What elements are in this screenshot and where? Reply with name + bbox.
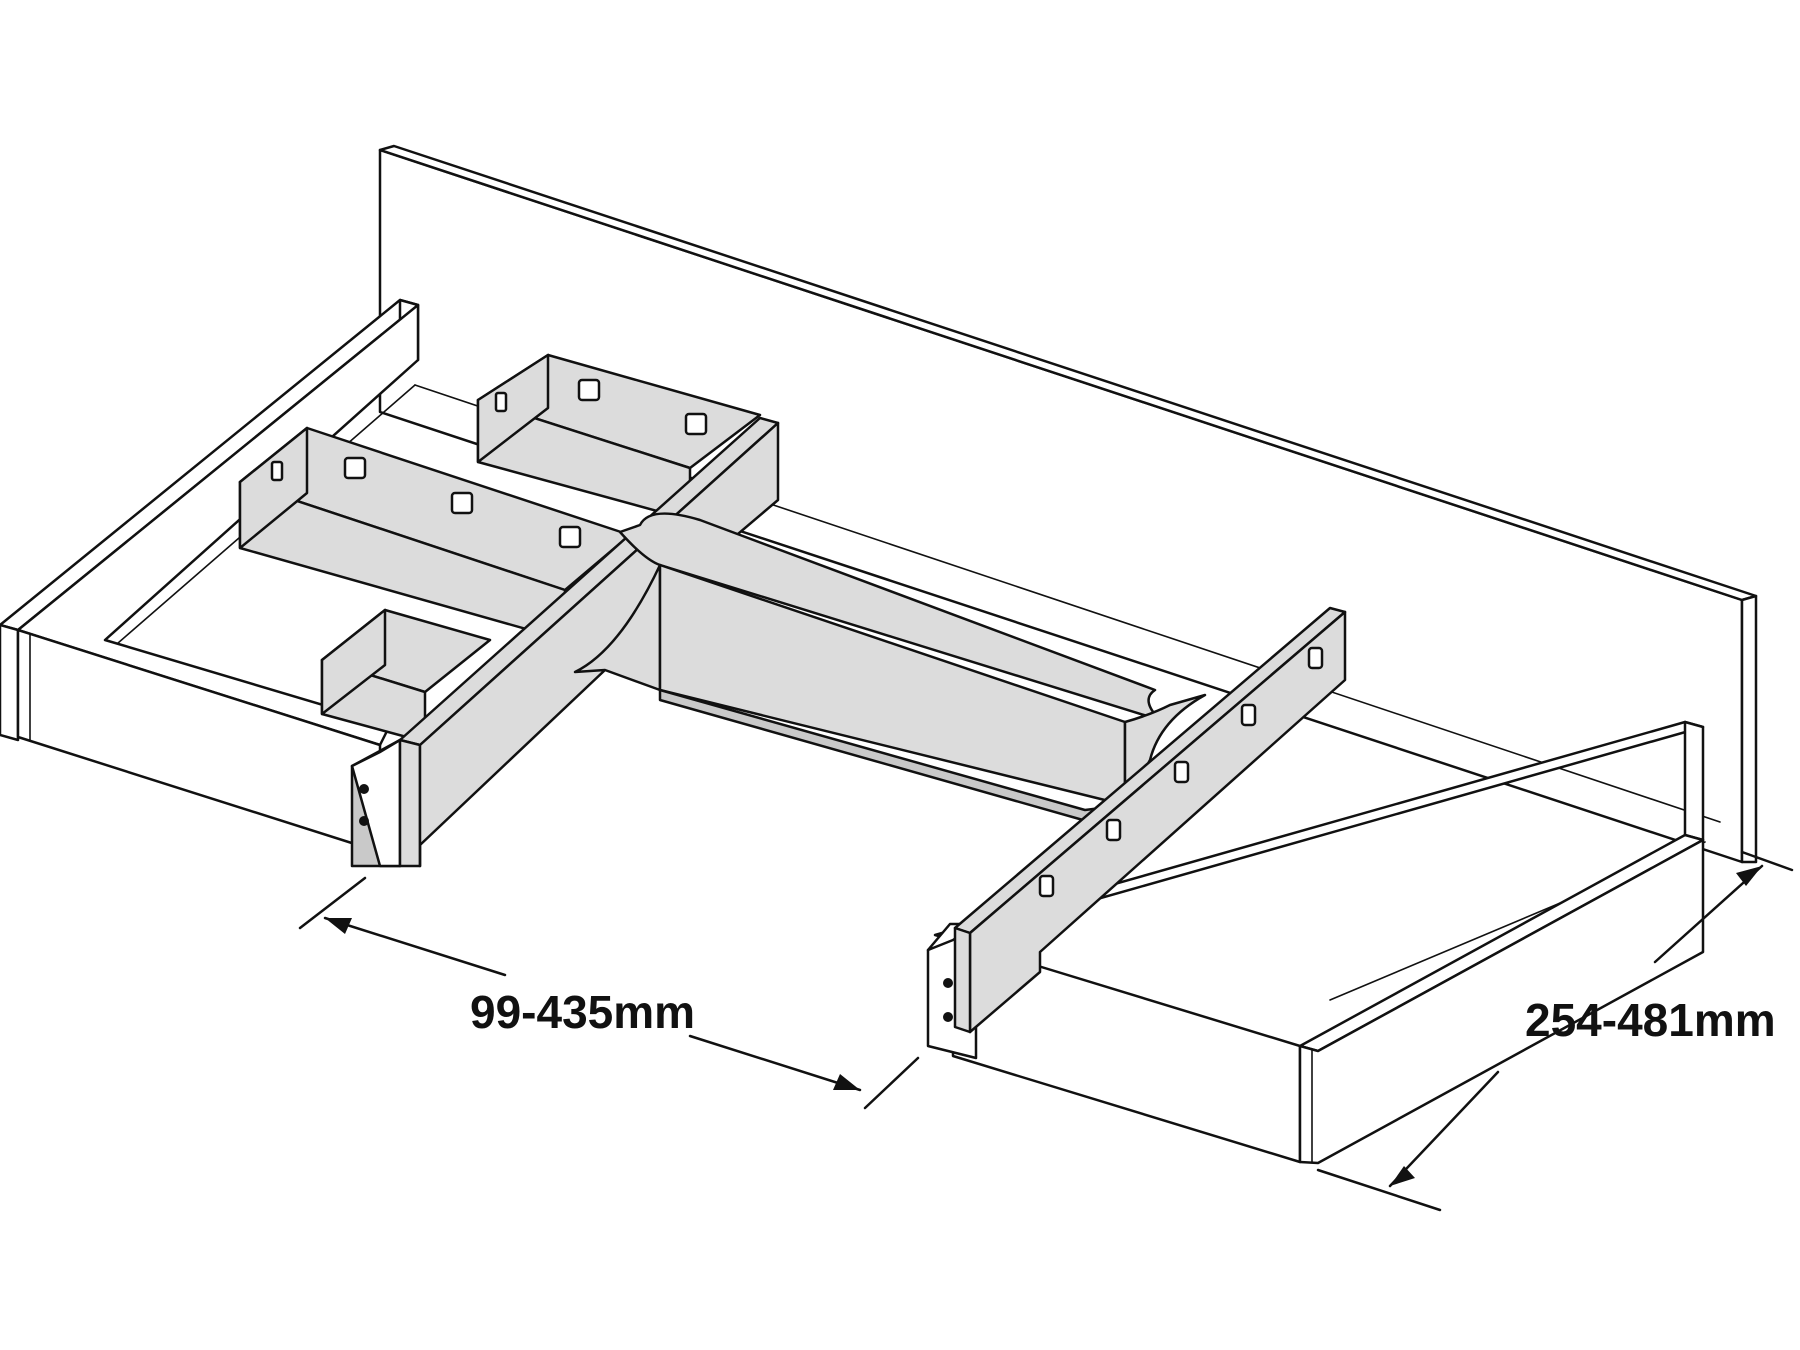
right-slotted-rail [953, 606, 1347, 1034]
right-drawer-side [933, 720, 1705, 1165]
left-front-bracket [350, 738, 402, 868]
depth-dimension: 254-481mm [1316, 850, 1794, 1212]
width-dimension-label: 99-435mm [470, 986, 695, 1038]
t-divider [398, 416, 1207, 868]
left-compartment [238, 426, 632, 642]
width-dimension: 99-435mm [298, 876, 920, 1110]
back-panel [378, 144, 1758, 864]
left-drawer-side [0, 298, 420, 854]
rear-compartment [476, 353, 762, 522]
depth-dimension-label: 254-481mm [1525, 994, 1776, 1046]
small-compartment [320, 608, 492, 744]
